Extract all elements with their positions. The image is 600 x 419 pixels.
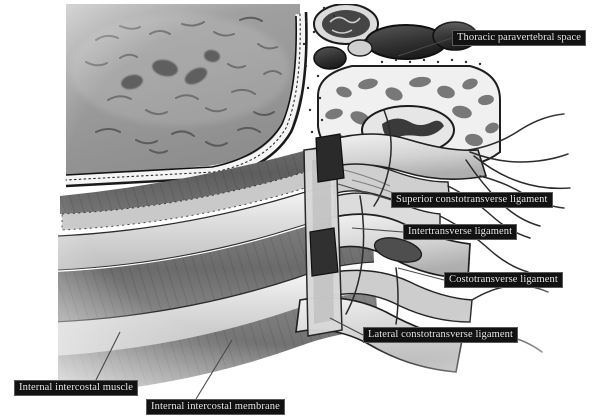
label-internal-intercostal-muscle[interactable]: Internal intercostal muscle (14, 380, 139, 396)
label-thoracic-paravertebral-space[interactable]: Thoracic paravertebral space (452, 30, 587, 46)
label-lateral-costotransverse-ligament[interactable]: Lateral constotransverse ligament (363, 327, 518, 343)
label-costotransverse-ligament[interactable]: Costotransverse ligament (444, 272, 563, 288)
label-internal-intercostal-membrane[interactable]: Internal intercostal membrane (146, 399, 285, 415)
label-superior-costotransverse-ligament[interactable]: Superior constotransverse ligament (391, 192, 553, 208)
label-intertransverse-ligament[interactable]: Intertransverse ligament (403, 224, 518, 240)
